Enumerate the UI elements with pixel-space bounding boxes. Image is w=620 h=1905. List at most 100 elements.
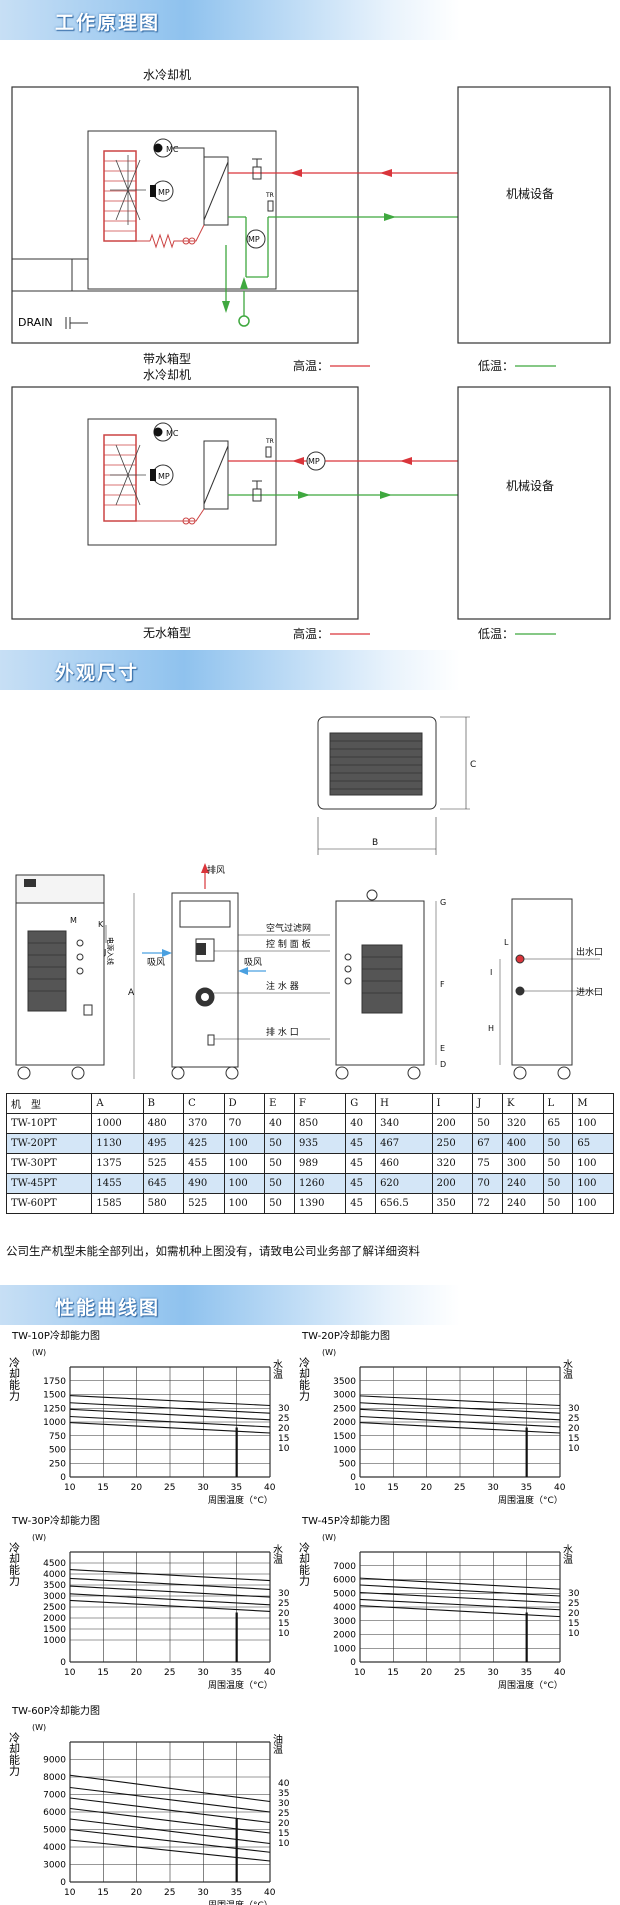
chart-water-temp-label: 水温 (561, 1544, 573, 1564)
series-label: 30 (568, 1404, 580, 1414)
dimension-cell: 1260 (293, 1173, 347, 1194)
chart-yunit: (W) (32, 1348, 46, 1357)
no-tank-type-label: 无水箱型 (143, 625, 191, 640)
chart-xlabel: 周围温度（°C） (208, 1679, 273, 1691)
chart-xlabel: 周围温度（°C） (498, 1494, 563, 1506)
chart-water-temp-label: 油温 (271, 1733, 283, 1754)
dimension-cell: 250 (431, 1133, 474, 1154)
y-tick-label: 7000 (333, 1562, 356, 1572)
svg-text:机械设备: 机械设备 (506, 478, 554, 493)
x-tick-label: 15 (97, 1888, 108, 1898)
intake-left-label: 吸风 (147, 957, 165, 968)
x-tick-label: 10 (354, 1668, 366, 1678)
chart-ylabel: 冷却能力 (8, 1732, 21, 1776)
svg-text:M: M (70, 916, 77, 925)
y-tick-label: 4500 (43, 1559, 66, 1569)
chart-title: TW-45P冷却能力图 (301, 1514, 390, 1527)
x-tick-label: 25 (164, 1668, 175, 1678)
dimension-cell: 70 (472, 1173, 504, 1194)
dimension-cell: 65 (542, 1113, 574, 1134)
power-in-label: 电源入线 (106, 937, 115, 965)
y-tick-label: 1000 (43, 1418, 66, 1428)
series-line (69, 1585, 271, 1598)
dimension-cell: 370 (183, 1113, 225, 1134)
series-label: 25 (568, 1599, 579, 1609)
y-tick-label: 500 (49, 1446, 66, 1456)
dimension-cell: 935 (293, 1133, 347, 1154)
chart-ylabel: 冷却能力 (298, 1357, 311, 1401)
inlet-label: 进水口 (576, 986, 603, 998)
model-cell: TW-30PT (5, 1153, 93, 1174)
dimension-cell: 40 (345, 1113, 377, 1134)
y-tick-label: 2500 (43, 1603, 66, 1613)
x-tick-label: 20 (421, 1483, 433, 1493)
dimension-cell: 1130 (91, 1133, 144, 1154)
y-tick-label: 3000 (43, 1592, 66, 1602)
dimension-cell: 340 (375, 1113, 433, 1134)
series-label: 15 (278, 1434, 289, 1444)
x-tick-label: 10 (354, 1483, 366, 1493)
x-tick-label: 40 (554, 1483, 566, 1493)
note-text: 公司生产机型未能全部列出，如需机种上图没有，请致电公司业务部了解详细资料 (6, 1244, 420, 1258)
svg-text:MC: MC (166, 429, 179, 438)
dimension-cell: 656.5 (375, 1193, 433, 1214)
chart-title: TW-20P冷却能力图 (301, 1329, 390, 1342)
x-tick-label: 30 (197, 1483, 209, 1493)
y-tick-label: 1750 (43, 1377, 66, 1387)
x-tick-label: 15 (97, 1668, 108, 1678)
dimension-cell: 320 (431, 1153, 474, 1174)
legend-low-label: 低温： (478, 359, 514, 373)
series-line (359, 1395, 561, 1407)
svg-text:MP: MP (158, 472, 170, 481)
x-tick-label: 35 (521, 1668, 532, 1678)
svg-text:H: H (488, 1024, 494, 1033)
x-tick-label: 25 (454, 1668, 465, 1678)
x-tick-label: 10 (64, 1668, 76, 1678)
series-label: 20 (568, 1609, 580, 1619)
y-tick-label: 0 (60, 1658, 66, 1668)
series-line (69, 1577, 271, 1590)
drain-label: DRAIN (18, 316, 53, 329)
x-tick-label: 30 (197, 1668, 209, 1678)
right-side-view: G F E D (335, 889, 446, 1080)
dimension-cell: 400 (502, 1133, 544, 1154)
series-label: 20 (278, 1424, 290, 1434)
x-tick-label: 20 (131, 1483, 143, 1493)
dimension-cell: 240 (502, 1173, 544, 1194)
dimension-cell: 65 (572, 1133, 614, 1154)
series-line (69, 1797, 271, 1824)
mp-label: MP (158, 188, 170, 197)
fan-icon (110, 444, 146, 506)
series-label: 40 (278, 1779, 290, 1789)
dimension-cell: 989 (293, 1153, 347, 1174)
series-line (359, 1584, 561, 1597)
svg-text:G: G (440, 898, 446, 907)
dimension-cell: 100 (223, 1193, 266, 1214)
svg-text:MP: MP (308, 457, 320, 466)
dimension-cell: 40 (264, 1113, 295, 1134)
dimension-cell: 480 (142, 1113, 185, 1134)
x-tick-label: 25 (454, 1483, 465, 1493)
dimension-cell: 50 (542, 1133, 574, 1154)
dimension-cell: 100 (572, 1113, 614, 1134)
diagram-without-tank: 水冷却机 MC MP MP TR (11, 368, 611, 641)
series-line (359, 1402, 561, 1414)
y-tick-label: 3000 (43, 1861, 66, 1871)
dimension-cell: 100 (572, 1153, 614, 1174)
section-title: 性能曲线图 (55, 1297, 161, 1319)
x-tick-label: 10 (64, 1888, 76, 1898)
svg-text:低温：: 低温： (478, 627, 514, 641)
chart-xlabel: 周围温度（°C） (208, 1899, 273, 1905)
mc-label: MC (166, 145, 179, 154)
x-tick-label: 15 (387, 1483, 398, 1493)
dimension-cell: 1390 (293, 1193, 347, 1214)
series-label: 20 (568, 1424, 580, 1434)
dimension-cell: 320 (502, 1113, 544, 1134)
section-header-performance: 性能曲线图 (0, 1285, 620, 1325)
dimension-cell: 1375 (91, 1153, 144, 1174)
y-tick-label: 2000 (43, 1614, 66, 1624)
y-tick-label: 0 (350, 1658, 356, 1668)
x-tick-label: 25 (164, 1483, 175, 1493)
